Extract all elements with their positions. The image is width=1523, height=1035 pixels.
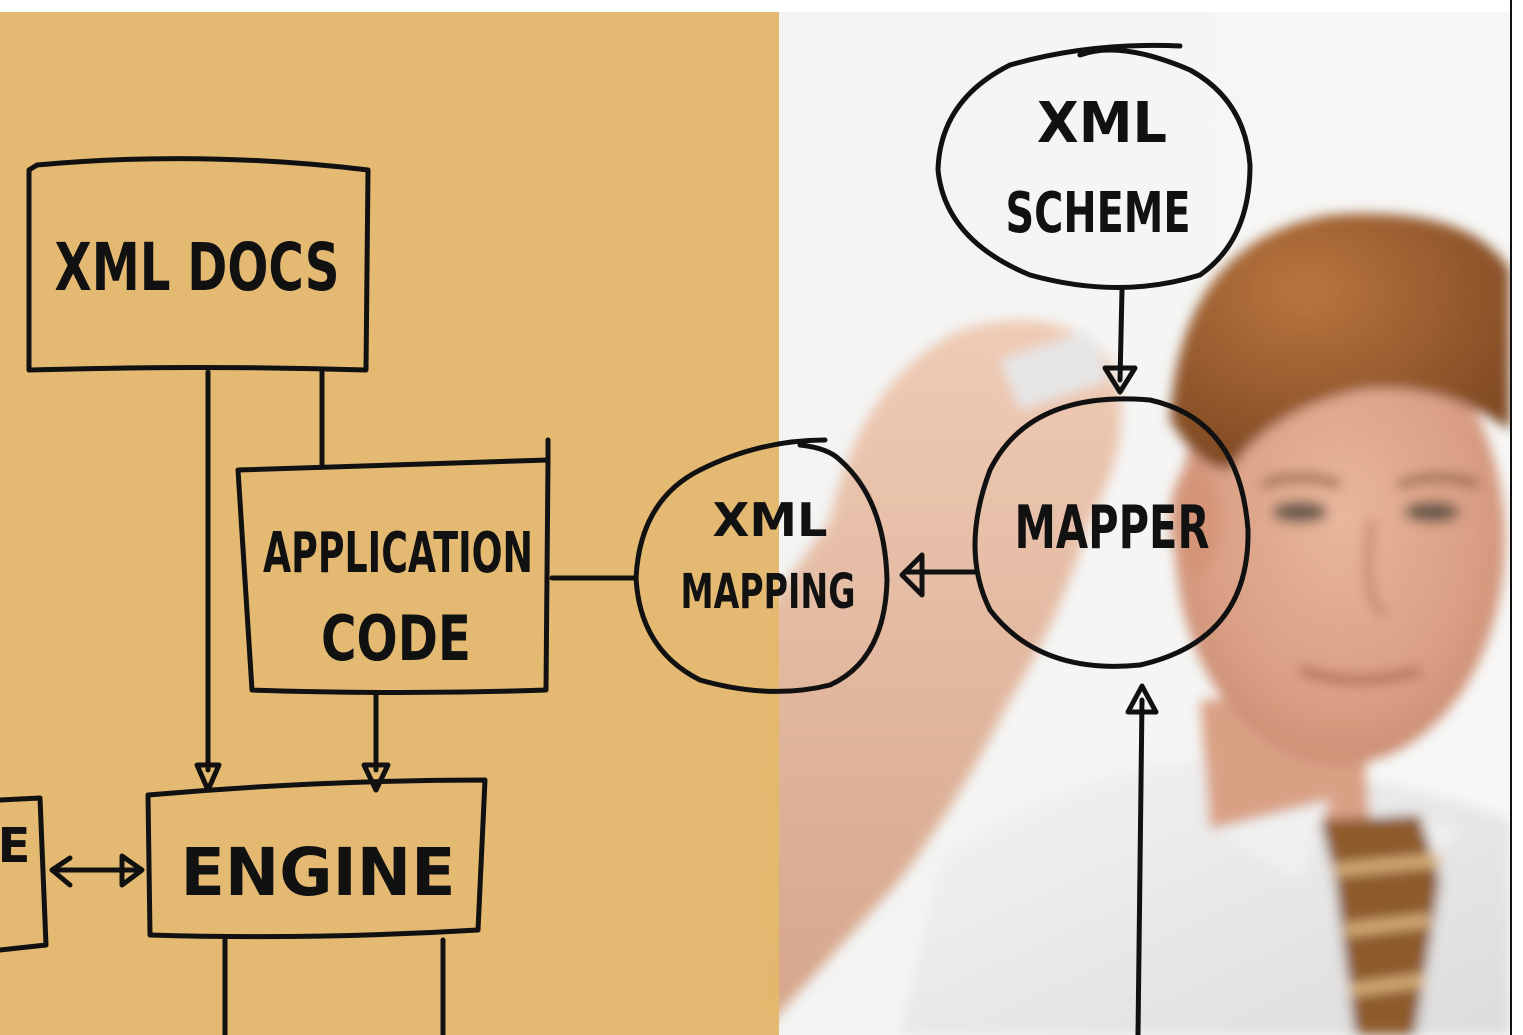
label-xml-scheme-2: SCHEME [1006, 181, 1191, 246]
application-code-box [235, 437, 551, 695]
label-code: CODE [321, 602, 471, 675]
right-margin [1512, 0, 1523, 1035]
arrow-left-head [49, 855, 73, 888]
man-figure [760, 213, 1510, 1035]
arrow-app-engine [361, 762, 391, 793]
label-engine: ENGINE [181, 834, 456, 911]
label-xml-docs: XML DOCS [55, 229, 340, 306]
arrow-scheme-mapper [1102, 365, 1138, 395]
cut-left-box [0, 795, 49, 953]
edge-scheme-mapper [1117, 287, 1125, 383]
right-border-line [1510, 0, 1512, 1035]
xml-mapping-circle [633, 437, 890, 694]
arrow-mapper-mapping [899, 552, 925, 598]
mapper-circle [972, 396, 1251, 669]
diagram-lines [0, 42, 1253, 1035]
label-xml-scheme-1: XML [1037, 91, 1167, 156]
arrow-docs-engine [194, 762, 222, 793]
arrow-bottom-mapper [1125, 683, 1159, 715]
diagram-labels: XML DOCS APPLICATION CODE ENGINE E XML M… [0, 91, 1210, 911]
label-application: APPLICATION [263, 521, 533, 586]
xml-docs-box [26, 156, 371, 373]
top-border [0, 0, 1523, 12]
edge-bottom-mapper [1135, 697, 1145, 1035]
label-mapper: MAPPER [1015, 493, 1210, 563]
engine-box [145, 777, 488, 940]
label-xml-mapping-2: MAPPING [681, 564, 856, 620]
xml-scheme-circle [935, 42, 1253, 290]
arrow-right-head [119, 853, 145, 888]
label-xml-mapping-1: XML [713, 493, 828, 547]
label-cut-left-box: E [0, 818, 30, 874]
